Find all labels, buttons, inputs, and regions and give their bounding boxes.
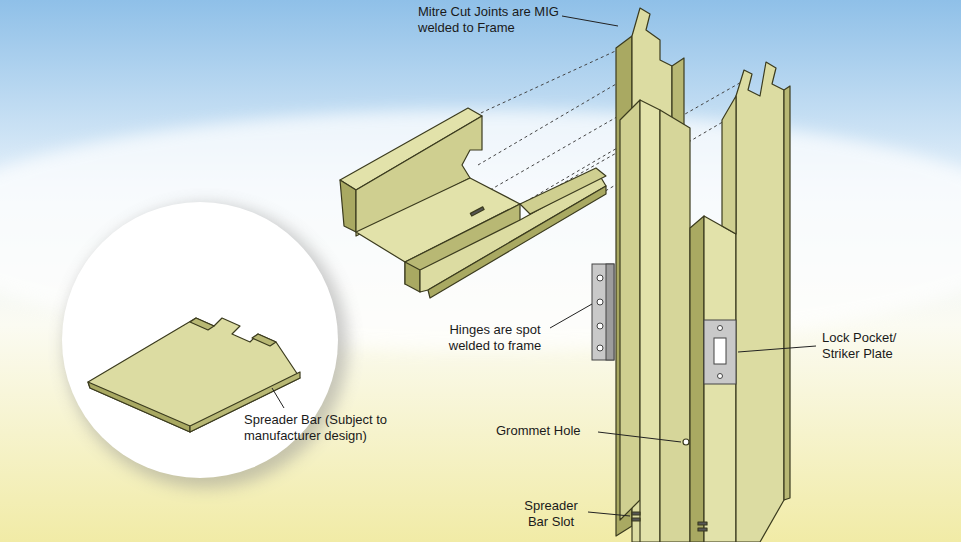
callout-label: Mitre Cut Joints are MIG welded to Frame [418,4,560,36]
callout-label: Spreader Bar Slot [518,498,584,530]
hinge-jamb-drawing [616,8,690,542]
callout-label: Spreader Bar (Subject to manufacturer de… [244,412,459,444]
callout-label: Grommet Hole [496,423,596,439]
callout-label: Lock Pocket/ Striker Plate [822,330,922,362]
assembly-lines [470,48,760,205]
callout-label: Hinges are spot welded to frame [440,322,550,354]
header-drawing [340,108,606,298]
leader-line [550,304,592,328]
leader-lines [562,16,816,516]
striker-plate-drawing [704,320,736,384]
strike-jamb-drawing [690,62,790,542]
leader-line [272,388,284,408]
grommet-hole [683,439,689,445]
hinge-drawing [592,264,614,360]
